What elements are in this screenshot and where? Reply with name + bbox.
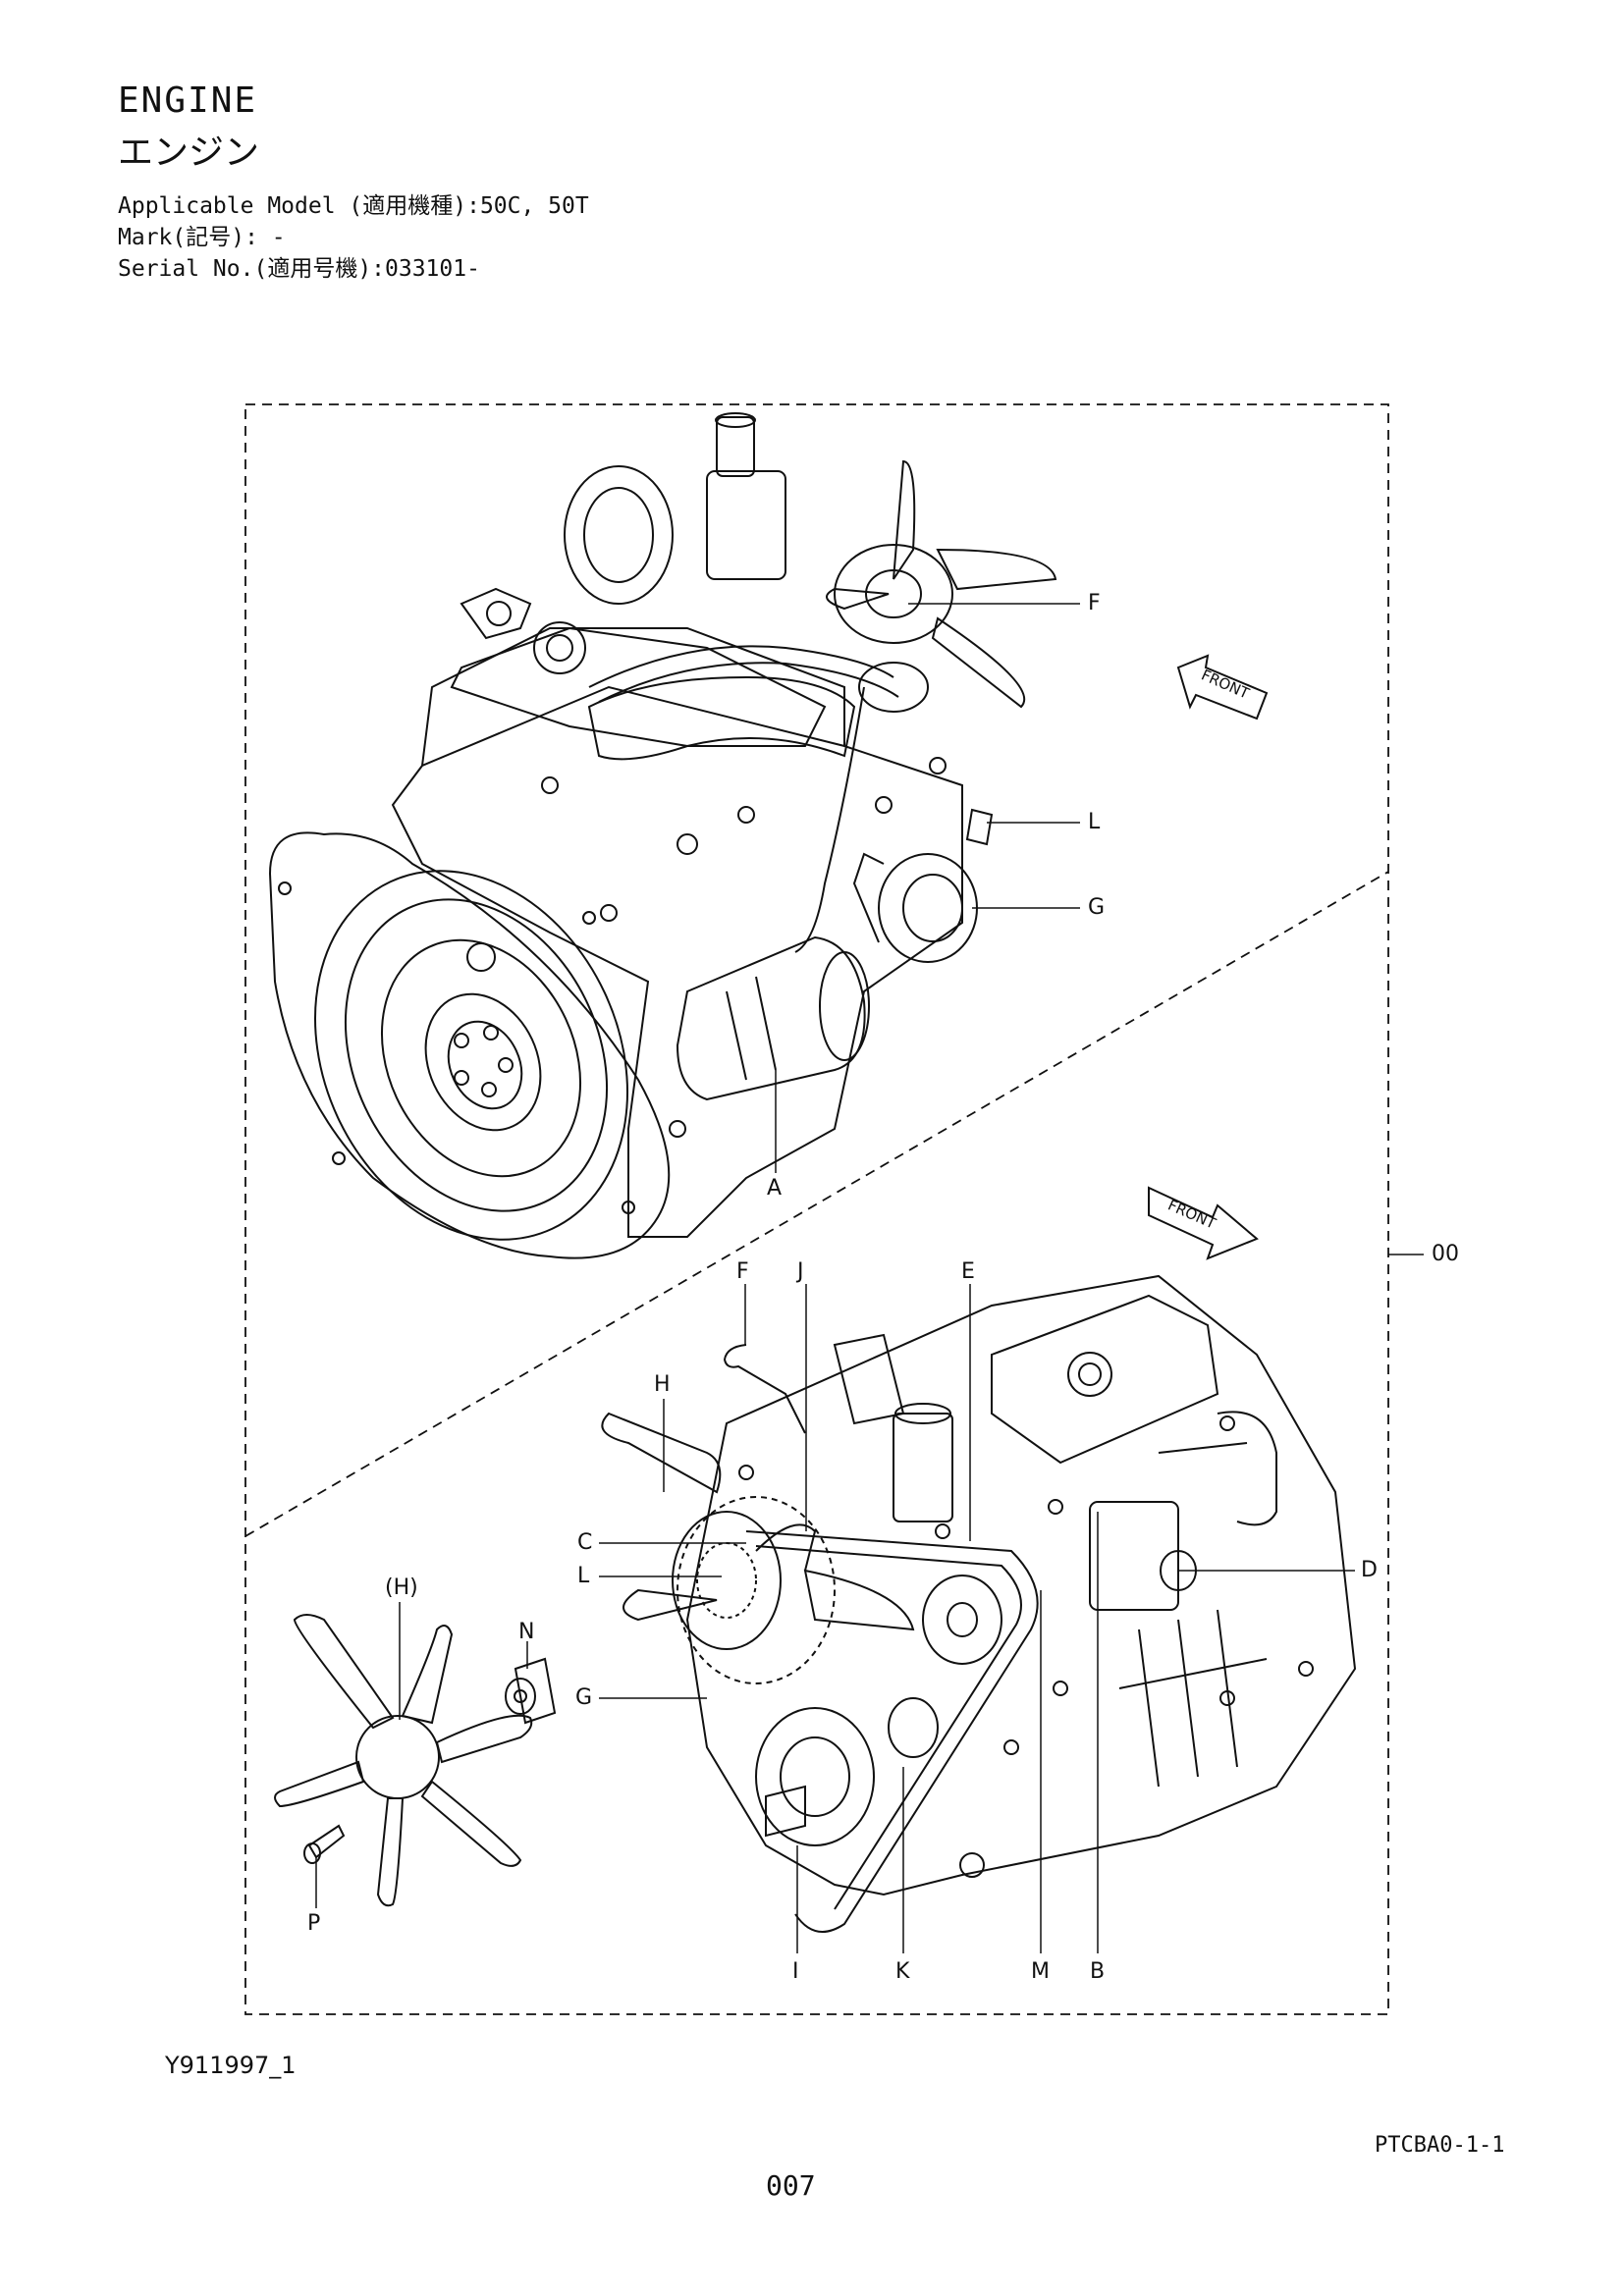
callout-bottom-k: K xyxy=(895,1959,910,1984)
callout-top-a: A xyxy=(767,1176,783,1201)
view-separator xyxy=(244,871,1389,1537)
page-title-jp: エンジン xyxy=(118,133,260,173)
assembly-ref: 00 xyxy=(1432,1242,1459,1266)
callout-bottom-i: I xyxy=(792,1959,799,1984)
callout-bottom-g: G xyxy=(575,1685,593,1710)
callout-bottom-d: D xyxy=(1361,1558,1378,1582)
callout-fan-n: N xyxy=(518,1620,535,1644)
callout-top-f: F xyxy=(1088,591,1101,615)
applicable-model: Applicable Model (適用機種):50C, 50T xyxy=(118,193,589,219)
page-number: 007 xyxy=(766,2169,816,2202)
figure-id: Y911997_1 xyxy=(165,2052,297,2079)
callout-fan-p: P xyxy=(307,1911,321,1936)
engine-bottom-view xyxy=(601,1274,1357,1933)
front-arrow-bottom xyxy=(1148,1186,1259,1260)
serial-number: Serial No.(適用号機):033101- xyxy=(118,256,480,282)
callout-bottom-l: L xyxy=(577,1564,590,1588)
callout-bottom-e: E xyxy=(961,1259,975,1284)
page-code: PTCBA0-1-1 xyxy=(1375,2133,1505,2158)
callout-top-g: G xyxy=(1088,895,1106,920)
callout-bottom-b: B xyxy=(1090,1959,1106,1984)
callout-top-l: L xyxy=(1088,810,1101,834)
callout-bottom-m: M xyxy=(1031,1959,1050,1984)
page-title-en: ENGINE xyxy=(118,80,258,121)
leader-lines xyxy=(315,603,1355,1953)
fan-exploded xyxy=(274,1614,557,1907)
callout-bottom-c: C xyxy=(577,1530,593,1555)
mark: Mark(記号): - xyxy=(118,225,286,250)
front-arrow-top xyxy=(1176,654,1269,721)
callout-bottom-j: J xyxy=(797,1259,804,1284)
callout-bottom-f: F xyxy=(736,1259,749,1284)
engine-top-view xyxy=(268,412,1057,1259)
assembly-frame xyxy=(244,403,1389,2015)
callout-fan-h: (H) xyxy=(385,1575,418,1600)
callout-bottom-h: H xyxy=(654,1372,671,1397)
